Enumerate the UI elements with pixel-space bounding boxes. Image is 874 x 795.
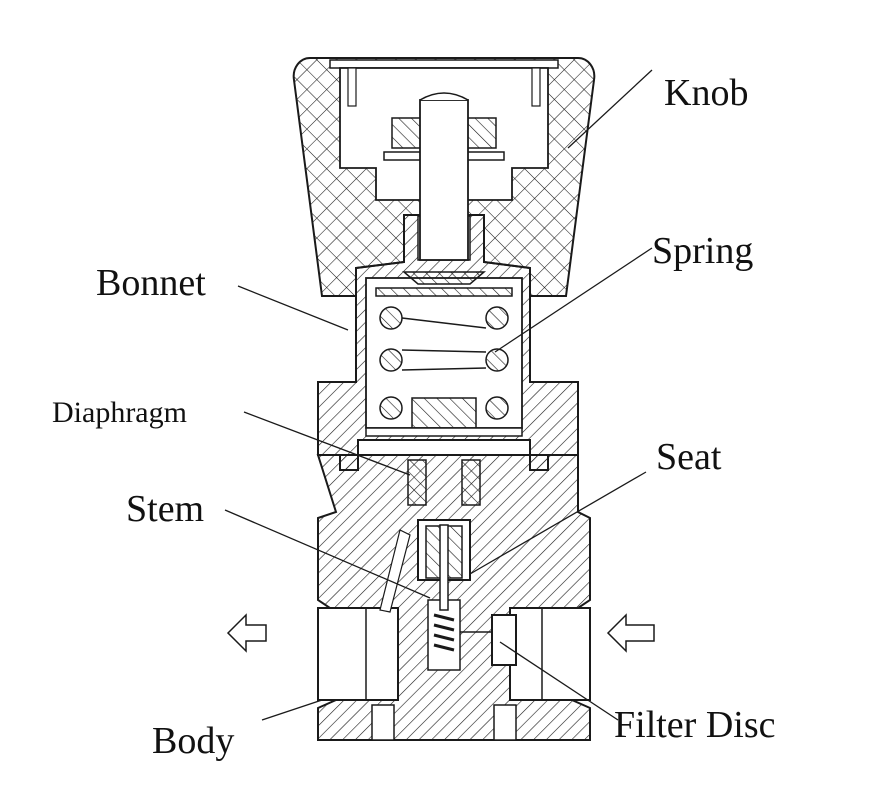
label-bonnet: Bonnet [96,262,206,304]
filter-disc-part [460,614,517,666]
label-seat: Seat [656,436,722,478]
label-stem: Stem [126,488,205,530]
leader-lines [224,69,653,721]
label-spring: Spring [652,230,754,272]
label-body: Body [152,720,235,762]
stem-assembly [407,459,481,652]
label-diaphragm: Diaphragm [52,396,187,429]
label-knob: Knob [664,72,749,114]
label-filter-disc: Filter Disc [614,704,776,746]
spring-part [365,287,523,437]
flow-arrows [226,613,655,653]
knob-part [292,57,596,297]
body-part [316,454,591,741]
